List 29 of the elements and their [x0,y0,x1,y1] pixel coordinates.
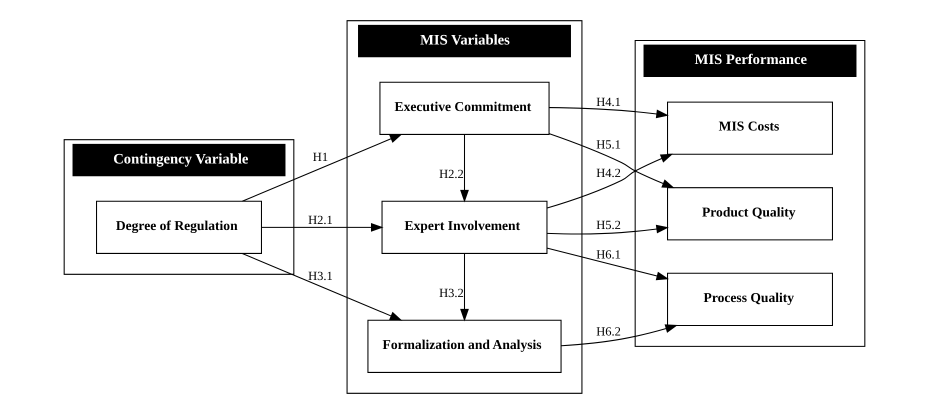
arrow [460,134,468,202]
node-box: Executive Commitment [378,82,550,135]
edge-label: H5.1 [596,138,620,152]
arrow [261,222,384,232]
arrow [560,324,678,346]
node-box: Product Quality [666,187,832,240]
edge-label: H6.1 [596,247,620,262]
node-box: Expert Involvement [381,200,547,254]
arrow [548,107,668,118]
edge-label: H2.1 [308,212,332,227]
edge-label: H6.2 [596,324,620,338]
edge-label: H2.2 [438,167,464,182]
arrow [242,253,402,321]
edge-label: H5.2 [596,218,620,232]
edge-label: H4.2 [596,166,620,180]
node-box: Formalization and Analysis [366,320,562,373]
edge-label: H3.2 [438,286,464,300]
arrow [242,134,402,202]
arrow [460,254,468,322]
edge-label: H4.1 [596,94,620,109]
arrow [546,154,673,209]
node-box: Degree of Regulation [96,200,262,254]
arrow [546,224,668,234]
arrow [548,133,674,188]
arrow [546,248,668,280]
node-box: Process Quality [666,272,832,326]
edge-label: H1 [312,150,328,164]
edge-label: H3.1 [308,269,332,284]
node-box: MIS Costs [666,102,832,155]
